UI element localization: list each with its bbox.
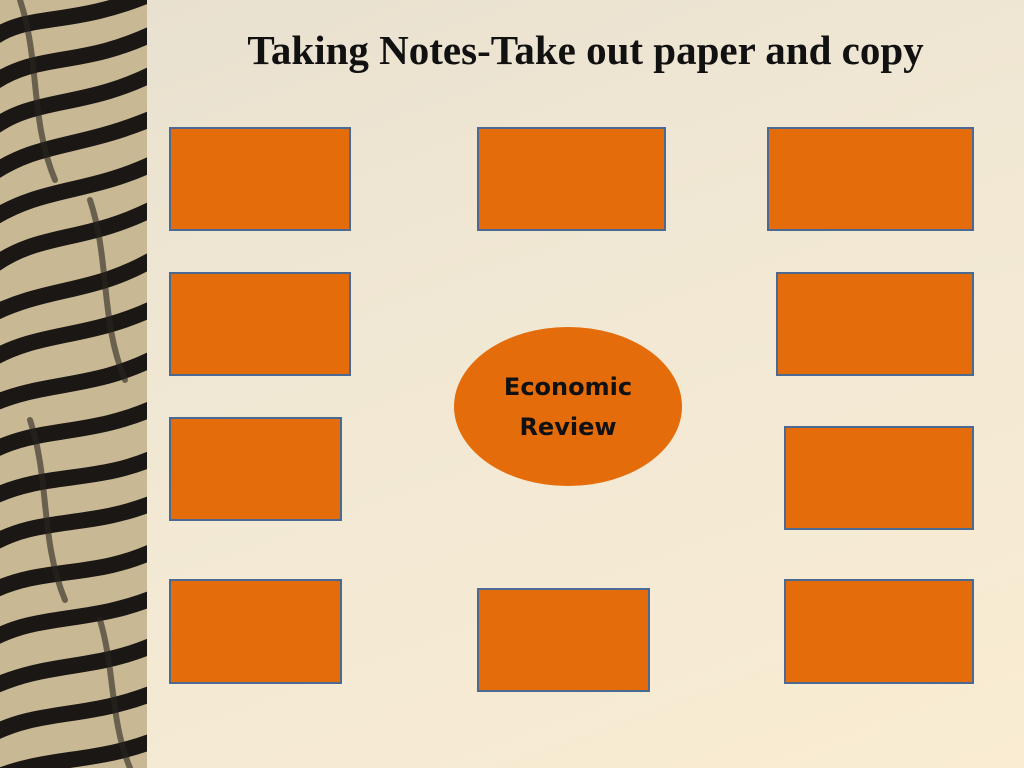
note-box-top-center xyxy=(477,127,666,231)
note-box-right-4 xyxy=(784,579,974,684)
note-box-left-2 xyxy=(169,272,351,376)
zebra-stripe-panel xyxy=(0,0,147,768)
zebra-stripes-graphic xyxy=(0,0,147,768)
note-box-top-left xyxy=(169,127,351,231)
note-box-top-right xyxy=(767,127,974,231)
note-box-right-3 xyxy=(784,426,974,530)
note-box-left-4 xyxy=(169,579,342,684)
note-box-left-3 xyxy=(169,417,342,521)
note-box-right-2 xyxy=(776,272,974,376)
slide-title: Taking Notes-Take out paper and copy xyxy=(247,27,924,73)
central-topic-ellipse: Economic Review xyxy=(454,327,682,486)
central-topic-label: Economic Review xyxy=(503,372,633,441)
note-box-bottom-center xyxy=(477,588,650,692)
